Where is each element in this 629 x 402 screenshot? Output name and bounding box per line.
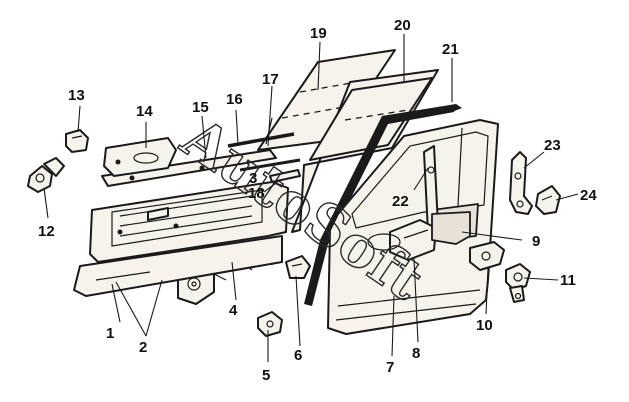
callout-19: 19	[310, 25, 327, 42]
callout-12: 12	[38, 223, 55, 240]
callout-21: 21	[442, 41, 459, 58]
part-21-channel-seal	[304, 104, 462, 306]
callout-15: 15	[192, 99, 209, 116]
callout-17: 17	[262, 71, 279, 88]
part-15-armrest	[101, 149, 277, 187]
callout-23: 23	[544, 137, 561, 154]
callout-6: 6	[294, 347, 302, 364]
part-10-door-lock	[469, 241, 505, 271]
part-1-trim-panel	[73, 181, 289, 297]
callout-13: 13	[68, 87, 85, 104]
part-18-moulding	[269, 169, 301, 183]
callout-24: 24	[580, 187, 597, 204]
callout-1: 1	[106, 325, 114, 342]
callout-2: 2	[139, 339, 147, 356]
callout-18: 18	[248, 185, 265, 202]
callout-7: 7	[386, 359, 394, 376]
leader-lines	[43, 34, 579, 362]
callout-16: 16	[226, 91, 243, 108]
callout-14: 14	[136, 103, 153, 120]
part-12-crank-handle	[27, 157, 65, 193]
part-13-knob	[65, 129, 89, 153]
part-23-hinge	[509, 151, 533, 215]
part-5-bracket	[257, 311, 283, 337]
part-24-clip	[535, 185, 561, 215]
callout-3: 3	[249, 170, 257, 187]
callout-22: 22	[392, 193, 409, 210]
callout-10: 10	[476, 317, 493, 334]
part-11-lock-cylinder	[505, 263, 531, 303]
part-9-handle-bracket	[431, 211, 471, 245]
callout-20: 20	[394, 17, 411, 34]
callout-4: 4	[229, 302, 238, 319]
callout-8: 8	[412, 345, 420, 362]
callout-9: 9	[532, 233, 540, 250]
callout-11: 11	[560, 272, 576, 289]
part-14-escutcheon	[103, 137, 177, 177]
part-8-outer-handle	[367, 219, 437, 261]
callout-5: 5	[262, 367, 270, 384]
callout-labels: 1 2 3 4 5 6 7 8 9 10 11 12 13 14 15 16 1…	[38, 17, 597, 384]
part-6-lower-channel	[285, 255, 311, 279]
part-16-seal-strip	[227, 132, 295, 148]
